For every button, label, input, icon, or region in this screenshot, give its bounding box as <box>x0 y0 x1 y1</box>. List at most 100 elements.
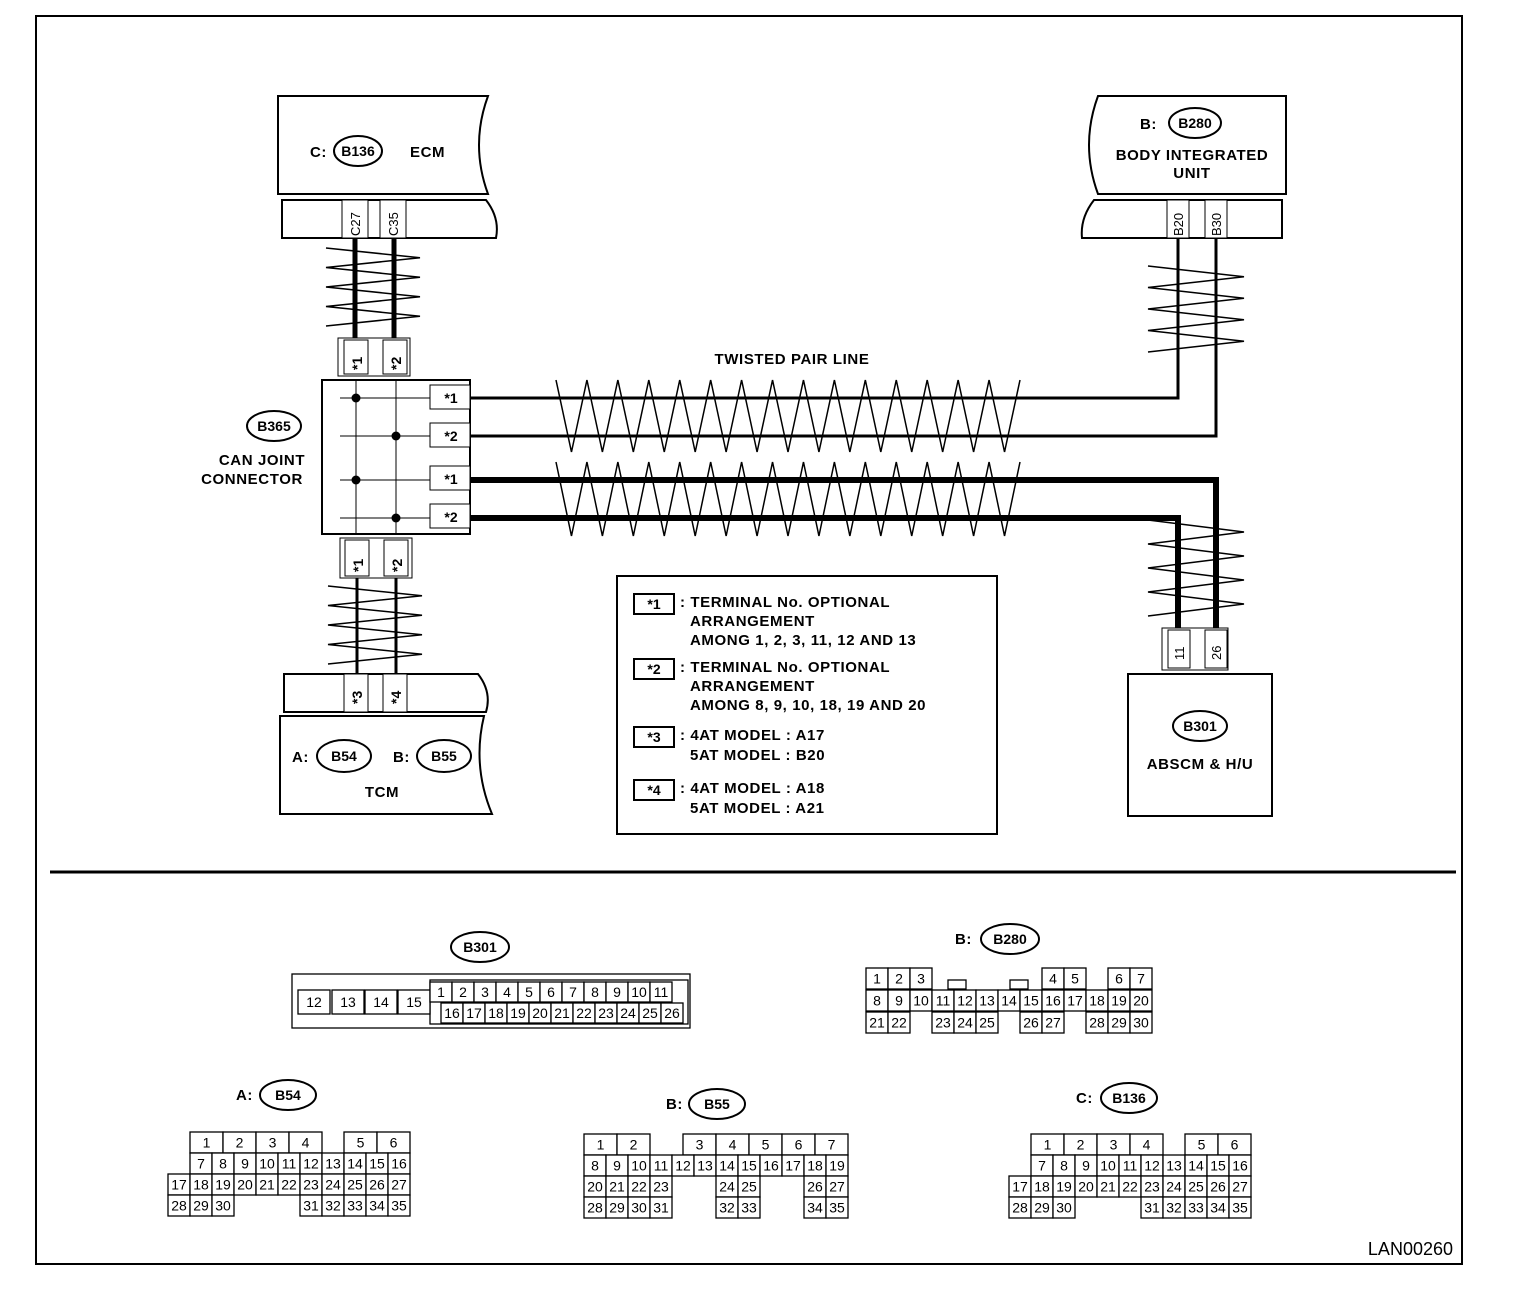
can-connector-id: B365 <box>257 418 291 434</box>
b301-pin: 2 <box>459 984 467 1000</box>
pin-cell <box>887 1011 911 1034</box>
b280-pin: 29 <box>1111 1015 1127 1031</box>
b54-pin: 21 <box>259 1177 275 1193</box>
tcm-connector-a-oval <box>316 739 372 773</box>
can-connector-oval <box>246 410 302 442</box>
can-name-line2: CONNECTOR <box>201 471 303 488</box>
b280-pin: 17 <box>1067 993 1083 1009</box>
b280-pin: 3 <box>917 971 925 987</box>
b55-view-prefix: B: <box>666 1096 683 1113</box>
pin-cell <box>649 1196 673 1219</box>
pin-cell <box>364 989 398 1015</box>
b55-pin: 29 <box>609 1200 625 1216</box>
b54-pin: 14 <box>347 1156 363 1172</box>
pin-cell <box>297 989 331 1015</box>
b301-pin: 1 <box>437 984 445 1000</box>
b55-pin: 1 <box>597 1137 605 1153</box>
b136-pin: 1 <box>1044 1137 1052 1153</box>
abscm-terminal-2: 26 <box>1209 646 1224 660</box>
b54-pin: 13 <box>325 1156 341 1172</box>
b136-pin: 28 <box>1012 1200 1028 1216</box>
b280-pin: 6 <box>1115 971 1123 987</box>
b55-pin: 24 <box>719 1179 735 1195</box>
b54-pin: 1 <box>203 1135 211 1151</box>
b136-pin: 34 <box>1210 1200 1226 1216</box>
b136-pin: 32 <box>1166 1200 1182 1216</box>
b55-pin: 8 <box>591 1158 599 1174</box>
b301-pin: 4 <box>503 984 511 1000</box>
biu-terminal-2: B30 <box>1209 213 1224 236</box>
b54-pin: 23 <box>303 1177 319 1193</box>
b280-pin: 18 <box>1089 993 1105 1009</box>
pin-cell <box>825 1196 849 1219</box>
b55-pin: 32 <box>719 1200 735 1216</box>
b55-pin: 30 <box>631 1200 647 1216</box>
pin-cell <box>1041 1011 1065 1034</box>
b54-pin: 18 <box>193 1177 209 1193</box>
b280-pin: 19 <box>1111 993 1127 1009</box>
legend-3-line1: : 4AT MODEL : A17 <box>680 727 825 744</box>
b301-view-label: B301 <box>463 939 497 955</box>
b54-pin: 31 <box>303 1198 319 1214</box>
b280-pin: 26 <box>1023 1015 1039 1031</box>
b55-pin: 35 <box>829 1200 845 1216</box>
b280-pin: 1 <box>873 971 881 987</box>
biu-terminal-1: B20 <box>1171 213 1186 236</box>
b54-pin: 8 <box>219 1156 227 1172</box>
b54-pin: 27 <box>391 1177 407 1193</box>
legend-1-line2: ARRANGEMENT <box>690 613 815 630</box>
b136-pin: 24 <box>1166 1179 1182 1195</box>
b55-pin: 10 <box>631 1158 647 1174</box>
b136-pin: 17 <box>1012 1179 1028 1195</box>
b301-pin: 26 <box>664 1005 680 1021</box>
pin-cell <box>1129 989 1153 1012</box>
pin-cell <box>1063 967 1087 990</box>
b54-pin: 19 <box>215 1177 231 1193</box>
pin-cell <box>1052 1196 1076 1219</box>
b55-pin: 12 <box>675 1158 691 1174</box>
can-side-terminal-4: *2 <box>444 509 457 525</box>
b136-pin: 27 <box>1232 1179 1248 1195</box>
b280-pin: 16 <box>1045 993 1061 1009</box>
b54-pin: 24 <box>325 1177 341 1193</box>
b136-view-prefix: C: <box>1076 1090 1093 1107</box>
can-bottom-terminal-1: *1 <box>350 559 366 572</box>
b136-view-label: B136 <box>1112 1090 1146 1106</box>
b136-pin: 10 <box>1100 1158 1116 1174</box>
b54-pin: 34 <box>369 1198 385 1214</box>
pin-cell <box>660 1002 684 1024</box>
tcm-terminal-2: *4 <box>388 691 404 704</box>
b136-pin: 12 <box>1144 1158 1160 1174</box>
b54-pin: 4 <box>302 1135 310 1151</box>
b280-pin: 20 <box>1133 993 1149 1009</box>
b54-pin: 7 <box>197 1156 205 1172</box>
connector-housing <box>1009 979 1029 990</box>
b301-pin: 10 <box>631 984 647 1000</box>
tcm-connector-a: B54 <box>331 748 357 764</box>
legend-3-line2: 5AT MODEL : B20 <box>690 747 825 764</box>
legend-key-3: *3 <box>647 729 660 745</box>
b55-pin: 26 <box>807 1179 823 1195</box>
b55-pin: 6 <box>795 1137 803 1153</box>
b136-pin: 33 <box>1188 1200 1204 1216</box>
b280-pin: 7 <box>1137 971 1145 987</box>
b54-pin: 5 <box>357 1135 365 1151</box>
b280-pin: 14 <box>1001 993 1017 1009</box>
ecm-prefix: C: <box>310 144 327 161</box>
b280-pin: 23 <box>935 1015 951 1031</box>
outer-frame <box>35 15 1463 1265</box>
b301-pin: 7 <box>569 984 577 1000</box>
b54-pin: 33 <box>347 1198 363 1214</box>
b55-view-label: B55 <box>704 1096 730 1112</box>
b54-pin: 10 <box>259 1156 275 1172</box>
b55-pin: 9 <box>613 1158 621 1174</box>
b301-pin: 8 <box>591 984 599 1000</box>
b54-view-prefix: A: <box>236 1087 253 1104</box>
b54-view-label: B54 <box>275 1087 301 1103</box>
b280-pin: 24 <box>957 1015 973 1031</box>
pin-cell <box>649 981 673 1003</box>
